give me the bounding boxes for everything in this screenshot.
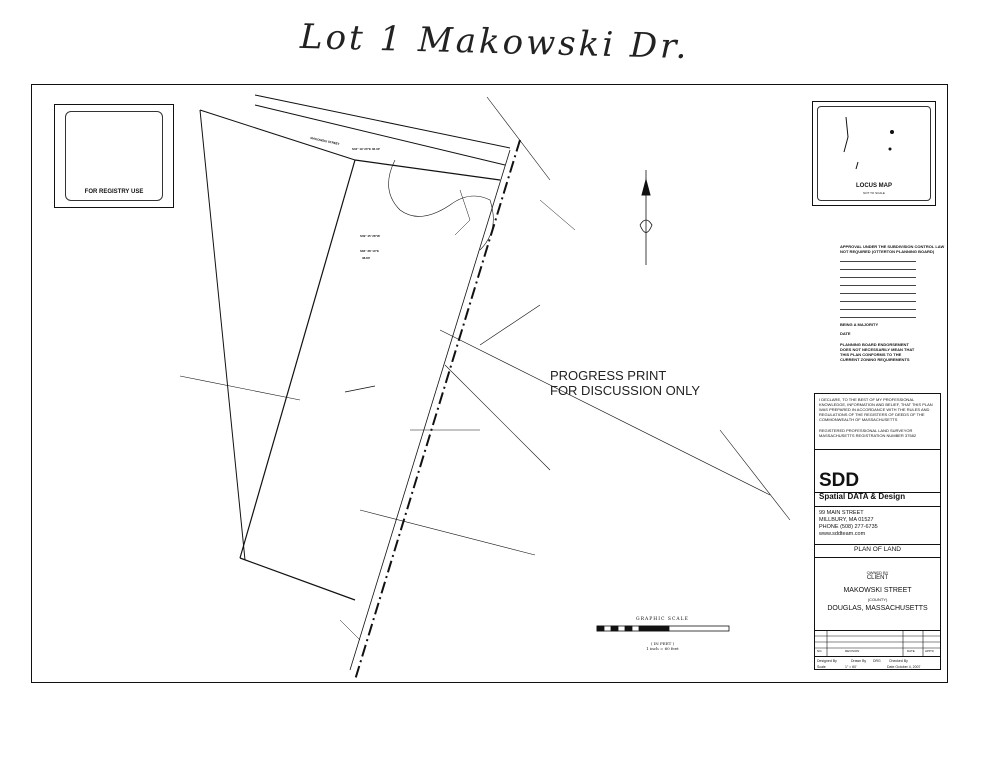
graphic-scale-ratio: 1 inch = 60 feet xyxy=(646,646,679,651)
street-line xyxy=(354,139,521,681)
progress-watermark: PROGRESS PRINT FOR DISCUSSION ONLY xyxy=(550,368,700,398)
bearing-label: S04° 19' 20"E 36.30' xyxy=(352,147,381,151)
watermark-line1: PROGRESS PRINT xyxy=(550,368,667,383)
locus-map-title: LOCUS MAP xyxy=(856,183,892,189)
lot-line-south xyxy=(239,557,356,601)
company-website: www.sddteam.com xyxy=(819,531,866,537)
owned-by-label: OWNED BY xyxy=(866,570,889,575)
scale-value: 1" = 60' xyxy=(845,665,857,669)
owner-name: CLIENT xyxy=(866,575,889,581)
graphic-scale-label: GRAPHIC SCALE xyxy=(636,617,689,622)
road-spur xyxy=(486,96,551,181)
company-phone: PHONE (508) 277-6735 xyxy=(819,524,878,530)
date-label: DATE xyxy=(840,331,851,336)
scale-label: Scale xyxy=(817,665,826,669)
signature-line xyxy=(840,270,916,278)
road-edge-north xyxy=(254,94,511,149)
county-label: (COUNTY) xyxy=(867,597,888,602)
signature-line xyxy=(840,302,916,310)
rev-col-appd: APP'D xyxy=(925,649,934,653)
signature-line xyxy=(840,254,916,262)
drawing-id: DRG xyxy=(873,659,881,663)
rev-col-revision: REVISION xyxy=(845,649,860,653)
signature-line xyxy=(840,294,916,302)
plan-border xyxy=(31,84,948,683)
graphic-scale-units: ( IN FEET ) xyxy=(650,641,675,646)
parcel-line-north xyxy=(199,109,356,161)
signature-line xyxy=(840,310,916,318)
parcel-line-west xyxy=(199,109,246,561)
bearing-label: S84° 38' 13"E xyxy=(360,249,380,253)
locus-map-drawing xyxy=(843,116,894,170)
street-line-inner xyxy=(349,149,511,671)
project-info: OWNED BY CLIENT MAKOWSKI STREET (COUNTY)… xyxy=(815,564,940,631)
street-name: MAKOWSKI STREET xyxy=(843,587,912,594)
lot-line-west xyxy=(239,159,356,559)
checked-by: Checked By xyxy=(889,659,908,663)
designed-by: Designed By xyxy=(817,659,837,663)
rev-col-no: NO. xyxy=(817,649,823,653)
declaration-text: I DECLARE, TO THE BEST OF MY PROFESSIONA… xyxy=(819,397,933,422)
signature-line xyxy=(840,278,916,286)
plan-title: PLAN OF LAND xyxy=(815,546,940,558)
bearing-label: S09° 45' 28"W xyxy=(360,234,380,238)
approval-block: APPROVAL UNDER THE SUBDIVISION CONTROL L… xyxy=(840,244,945,362)
graphic-scale: GRAPHIC SCALE ( IN FEET ) 1 inch = 60 fe… xyxy=(595,617,730,651)
address-line2: MILLBURY, MA 01527 xyxy=(819,517,874,523)
address-line1: 99 MAIN STREET xyxy=(819,510,864,516)
road-edge-south xyxy=(254,104,506,166)
plan-date: Date October 4, 2007 xyxy=(887,665,921,669)
watermark-line2: FOR DISCUSSION ONLY xyxy=(550,383,701,398)
company-address: 99 MAIN STREET MILLBURY, MA 01527 PHONE … xyxy=(815,510,940,545)
locus-map-scale: NOT TO SCALE xyxy=(863,191,885,195)
revision-grid xyxy=(815,630,940,656)
scale-bar xyxy=(596,625,730,632)
registry-inner-frame xyxy=(65,111,163,201)
town-name: DOUGLAS, MASSACHUSETTS xyxy=(827,605,928,612)
registry-label: FOR REGISTRY USE xyxy=(84,189,144,195)
drawing-info-row: Designed By Drawn By DRG Checked By Scal… xyxy=(815,656,940,671)
registry-box: FOR REGISTRY USE xyxy=(54,104,174,208)
drawn-by: Drawn By xyxy=(851,659,867,663)
signature-line xyxy=(840,286,916,294)
company-name: Spatial DATA & Design xyxy=(815,492,940,507)
approval-heading: APPROVAL UNDER THE SUBDIVISION CONTROL L… xyxy=(840,244,945,254)
majority-label: BEING A MAJORITY xyxy=(840,322,879,327)
company-logo: SDD xyxy=(815,470,940,493)
locus-map-frame xyxy=(817,106,931,201)
revision-table: NO. REVISION DATE APP'D xyxy=(815,630,940,656)
rev-col-date: DATE xyxy=(907,649,915,653)
declaration-section: I DECLARE, TO THE BEST OF MY PROFESSIONA… xyxy=(815,394,940,450)
lot-line-north xyxy=(354,159,501,181)
title-block: I DECLARE, TO THE BEST OF MY PROFESSIONA… xyxy=(814,393,941,670)
signature-line xyxy=(840,262,916,270)
surveyor-signature-line: REGISTERED PROFESSIONAL LAND SURVEYOR MA… xyxy=(819,428,917,438)
endorsement-note: PLANNING BOARD ENDORSEMENT DOES NOT NECE… xyxy=(840,342,915,362)
locus-map-box: LOCUS MAP NOT TO SCALE xyxy=(812,101,936,206)
bearing-label: 38.83' xyxy=(362,256,371,260)
